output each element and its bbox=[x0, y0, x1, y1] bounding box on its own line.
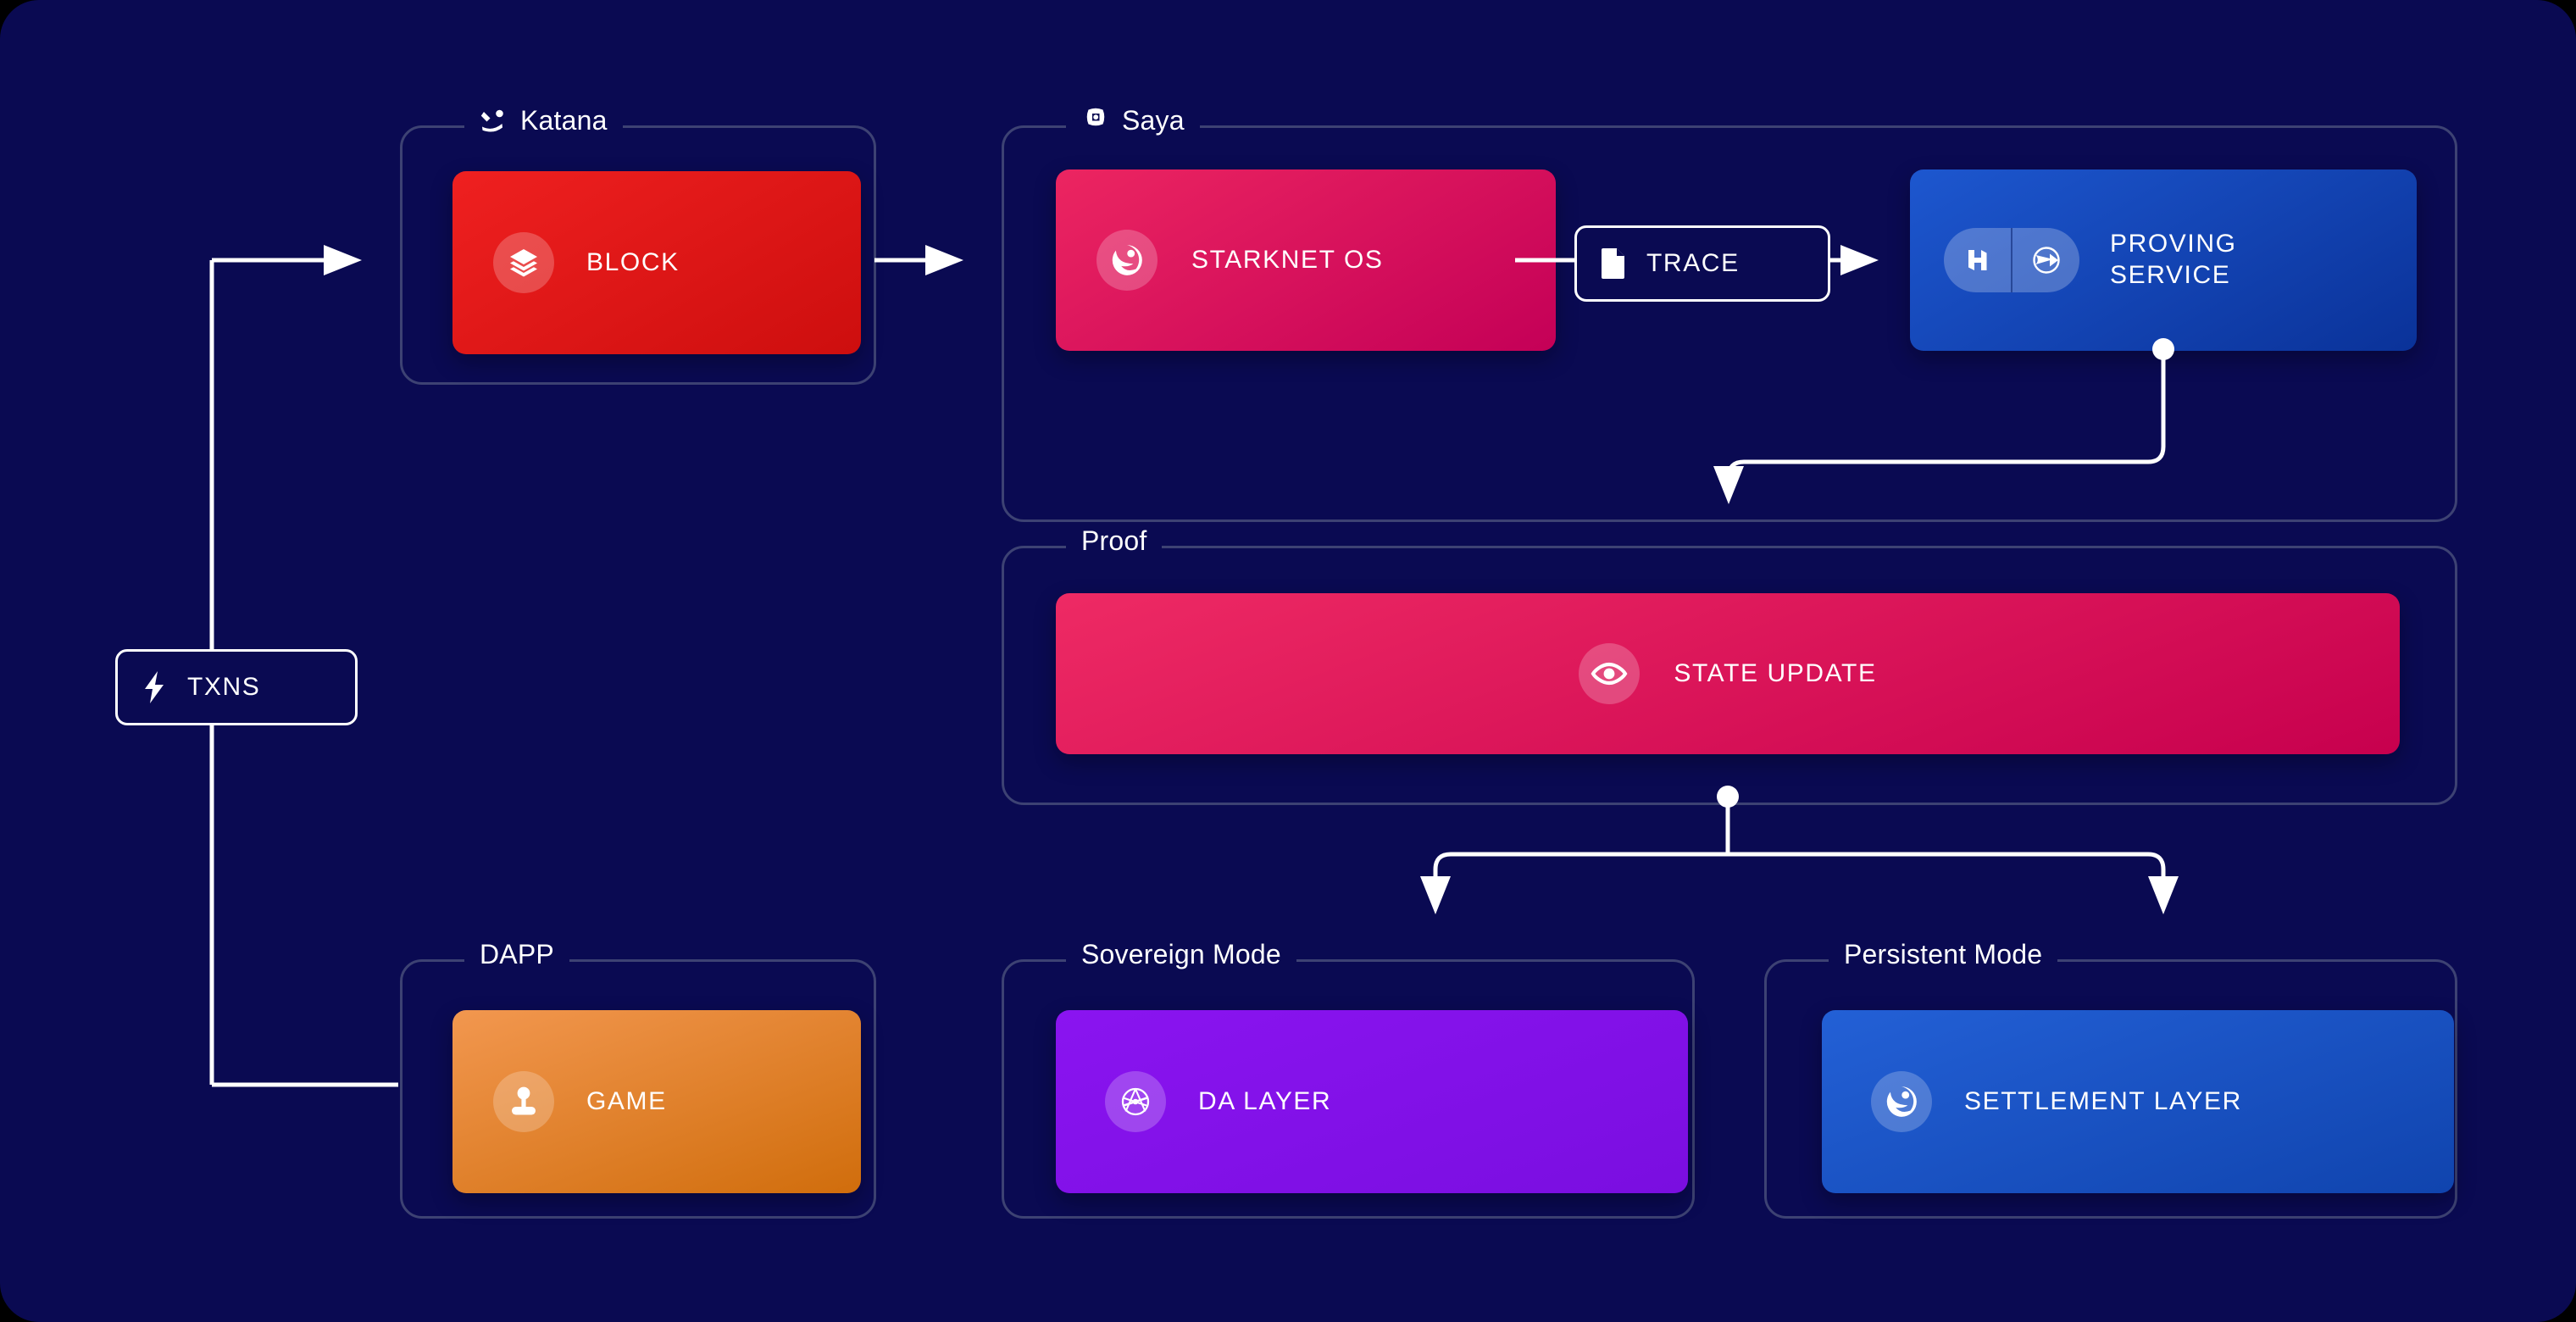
da-layer-icon-bubble bbox=[1105, 1071, 1166, 1132]
node-label: DA LAYER bbox=[1198, 1086, 1332, 1115]
group-saya bbox=[1002, 125, 2457, 522]
settlement-icon-bubble bbox=[1871, 1071, 1932, 1132]
starknet-round-icon bbox=[1884, 1084, 1919, 1119]
layers-stack-icon bbox=[507, 246, 541, 280]
block-icon-bubble bbox=[493, 232, 554, 293]
node-game[interactable]: GAME bbox=[452, 1010, 861, 1193]
node-label: PROVING SERVICE bbox=[2110, 230, 2237, 289]
node-block[interactable]: BLOCK bbox=[452, 171, 861, 354]
group-label-sovereign: Sovereign Mode bbox=[1066, 937, 1296, 971]
wire-proof-to-settlement bbox=[1728, 852, 2179, 915]
group-label-text: Saya bbox=[1122, 104, 1185, 136]
group-label-proof: Proof bbox=[1066, 524, 1163, 558]
document-file-icon bbox=[1601, 247, 1626, 280]
group-label-text: Proof bbox=[1081, 525, 1147, 556]
joystick-icon bbox=[507, 1085, 541, 1119]
node-trace[interactable]: TRACE bbox=[1574, 225, 1830, 302]
node-label: TRACE bbox=[1646, 249, 1740, 277]
node-label: SETTLEMENT LAYER bbox=[1964, 1086, 2242, 1115]
proving-icon-pair bbox=[1944, 228, 2079, 292]
lightning-bolt-icon bbox=[140, 670, 169, 704]
group-label-text: Katana bbox=[520, 104, 608, 136]
icon-divider bbox=[2011, 228, 2012, 292]
game-icon-bubble bbox=[493, 1071, 554, 1132]
herodotus-h-icon bbox=[1944, 228, 2011, 292]
group-katana bbox=[400, 125, 876, 385]
state-update-icon-bubble bbox=[1579, 643, 1641, 704]
group-label-dapp: DAPP bbox=[464, 937, 569, 971]
node-label: GAME bbox=[586, 1086, 667, 1115]
node-proving-service[interactable]: PROVING SERVICE bbox=[1910, 169, 2417, 351]
group-label-text: DAPP bbox=[480, 938, 554, 969]
group-sovereign bbox=[1002, 959, 1695, 1219]
wire-proof-to-dalayer bbox=[1420, 852, 1728, 915]
node-starknet-os[interactable]: STARKNET OS bbox=[1056, 169, 1556, 351]
node-label: TXNS bbox=[187, 673, 261, 701]
node-state-update[interactable]: STATE UPDATE bbox=[1056, 593, 2400, 754]
group-label-text: Sovereign Mode bbox=[1081, 938, 1281, 969]
group-dapp bbox=[400, 959, 876, 1219]
node-label: STATE UPDATE bbox=[1674, 658, 1877, 687]
node-settlement-layer[interactable]: SETTLEMENT LAYER bbox=[1822, 1010, 2454, 1193]
group-label-saya: Saya bbox=[1066, 103, 1200, 137]
celestia-mesh-icon bbox=[1119, 1085, 1152, 1119]
eye-icon bbox=[1591, 655, 1628, 692]
group-label-text: Persistent Mode bbox=[1844, 938, 2043, 969]
starknet-icon-bubble bbox=[1096, 230, 1158, 291]
node-label: BLOCK bbox=[586, 247, 680, 276]
katana-logo-icon bbox=[480, 106, 508, 135]
group-label-persistent: Persistent Mode bbox=[1829, 937, 2058, 971]
node-label: STARKNET OS bbox=[1191, 245, 1384, 274]
node-txns[interactable]: TXNS bbox=[115, 649, 358, 725]
starknet-logo-icon bbox=[1109, 242, 1145, 278]
group-persistent bbox=[1764, 959, 2457, 1219]
node-da-layer[interactable]: DA LAYER bbox=[1056, 1010, 1688, 1193]
group-label-katana: Katana bbox=[464, 103, 623, 137]
saya-logo-icon bbox=[1081, 106, 1110, 135]
atlantic-compass-icon bbox=[2012, 228, 2079, 292]
